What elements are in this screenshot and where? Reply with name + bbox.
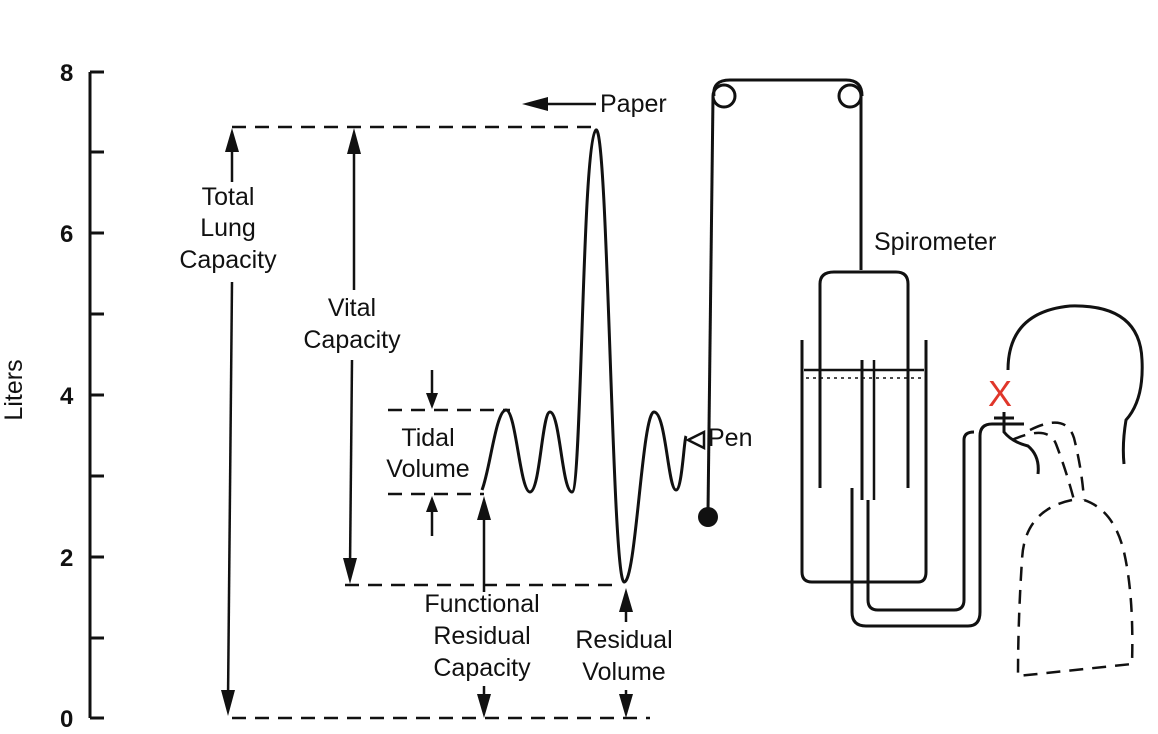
vc-arrowhead-up — [347, 128, 361, 154]
tv-label: Tidal Volume — [386, 424, 469, 483]
pen-cable — [706, 95, 715, 513]
tv-label-line-1: Tidal — [401, 424, 454, 452]
left-pulley — [711, 83, 737, 109]
vc-label-line-2: Capacity — [303, 326, 401, 354]
tv-arrowhead-bottom — [426, 496, 438, 512]
y-tick-label-6: 6 — [60, 221, 73, 248]
spirometer-label: Spirometer — [874, 228, 996, 256]
tlc-arrowhead-up — [225, 128, 239, 152]
tlc-label: Total Lung Capacity — [179, 183, 277, 274]
frc-arrowhead-up — [477, 496, 491, 520]
tlc-arrowhead-down — [221, 690, 235, 716]
rv-arrowhead-up — [619, 588, 633, 612]
breathing-tube-outer — [850, 422, 1024, 628]
pen-pointer — [685, 429, 706, 451]
rv-arrowhead-down — [619, 694, 633, 718]
vc-label-line-1: Vital — [328, 294, 376, 322]
y-tick-label-4: 4 — [60, 383, 74, 410]
spirometer-apparatus — [800, 270, 1040, 628]
pulley-cable-top — [712, 78, 864, 97]
head-outline — [1006, 304, 1144, 465]
frc-label: Functional Residual Capacity — [424, 590, 539, 682]
right-pulley — [837, 83, 863, 109]
tlc-label-line-3: Capacity — [179, 246, 277, 274]
y-tick-label-8: 8 — [60, 60, 73, 87]
rv-label-line-2: Volume — [582, 658, 665, 686]
red-x-marker: X — [988, 373, 1012, 414]
frc-label-line-3: Capacity — [433, 654, 531, 682]
tlc-arrow-lower — [226, 281, 234, 701]
y-axis-title: Liters — [0, 359, 28, 420]
breathing-tube-inner — [866, 430, 975, 612]
paper-arrowhead — [522, 97, 548, 111]
y-tick-label-0: 0 — [60, 706, 73, 733]
rv-label: Residual Volume — [575, 626, 672, 686]
y-axis: 0 2 4 6 8 Liters — [0, 60, 104, 733]
airway-outline — [1011, 421, 1086, 501]
frc-label-line-2: Residual — [433, 622, 530, 650]
mouthpiece — [994, 412, 1040, 475]
pulley-system — [698, 78, 864, 527]
water-tank — [800, 340, 928, 584]
spirogram-trace — [480, 128, 688, 584]
tlc-label-line-2: Lung — [200, 214, 256, 242]
pen-label: Pen — [708, 424, 752, 452]
vc-label: Vital Capacity — [303, 294, 401, 354]
frc-arrowhead-down — [477, 694, 491, 718]
paper-label: Paper — [600, 90, 667, 118]
frc-label-line-1: Functional — [424, 590, 539, 618]
dimension-arrows — [221, 97, 706, 718]
spirometer-bell — [818, 270, 910, 488]
pen-weight — [698, 507, 718, 527]
vc-arrow-lower — [348, 359, 354, 569]
vc-arrowhead-down — [343, 558, 357, 584]
tv-arrowhead-top — [426, 393, 438, 409]
lung-outline — [1016, 498, 1134, 678]
subject-figure — [1006, 304, 1144, 678]
tlc-label-line-1: Total — [202, 183, 255, 211]
tv-label-line-2: Volume — [386, 455, 469, 483]
reference-lines — [232, 125, 650, 720]
y-tick-label-2: 2 — [60, 545, 73, 572]
rv-label-line-1: Residual — [575, 626, 672, 654]
